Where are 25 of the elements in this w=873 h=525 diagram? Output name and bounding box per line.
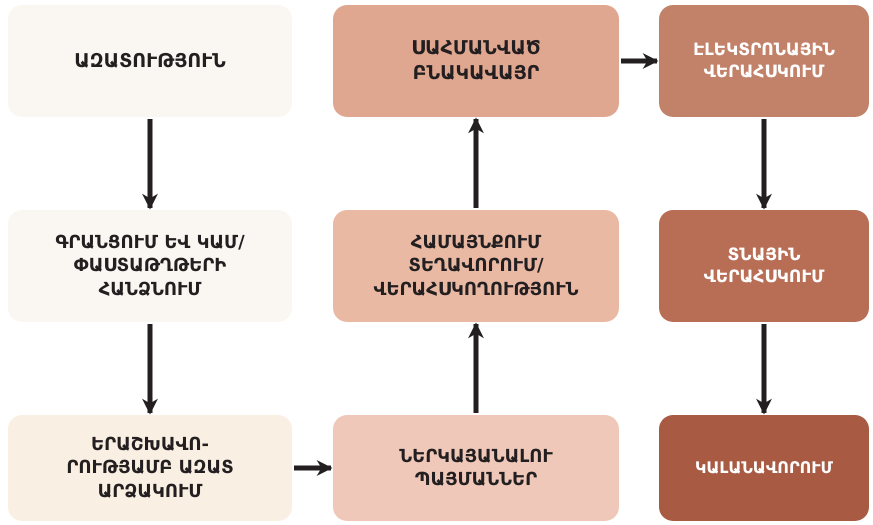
arrow (756, 324, 772, 415)
arrow (142, 324, 158, 415)
arrow (468, 117, 484, 208)
process-box (8, 210, 292, 322)
process-box (659, 210, 869, 322)
process-box (659, 415, 869, 521)
process-box (8, 415, 292, 521)
arrow (621, 53, 659, 69)
box-label: ՍԱՀՄԱՆՎԱԾ ԲՆԱԿԱՎԱՅՐ (410, 36, 542, 86)
process-box (333, 210, 619, 322)
box-label: ՀԱՄԱՅՆՔՈՒՄ ՏԵՂԱՎՈՐՈՒՄ/ ՎԵՐԱՀՍԿՈՂՈՒԹՅՈՒՆ (372, 230, 580, 302)
arrow (142, 119, 158, 210)
arrow (468, 322, 484, 413)
arrow (756, 119, 772, 210)
box-label: ՆԵՐԿԱՅԱՆԱԼՈՒ ՊԱՅՄԱՆՆԵՐ (398, 444, 554, 492)
box-label: ԵՐԱՇԽԱՎՈ- ՐՈՒԹՅԱՄԲ ԱԶԱՏ ԱՐՁԱԿՈՒՄ (65, 432, 235, 504)
arrow (294, 460, 333, 476)
box-label: ԿԱԼԱՆԱՎՈՐՈՒՄ (695, 458, 833, 478)
box-label: ՏՆԱՅԻՆ ՎԵՐԱՀՍԿՈՒՄ (702, 244, 826, 288)
process-box (333, 415, 619, 521)
box-label: ԳՐԱՆՑՈՒՄ ԵՎ ԿԱՄ/ ՓԱՍՏԱԹՂԹԵՐԻ ՀԱՆՁՆՈՒՄ (54, 230, 246, 302)
box-label: ԱԶԱՏՈՒԹՅՈՒՆ (74, 48, 226, 74)
process-box (659, 5, 869, 117)
box-label: ԷԼԵԿՏՐՈՆԱՅԻՆ ՎԵՐԱՀՍԿՈՒՄ (692, 38, 836, 84)
process-box (333, 5, 619, 117)
